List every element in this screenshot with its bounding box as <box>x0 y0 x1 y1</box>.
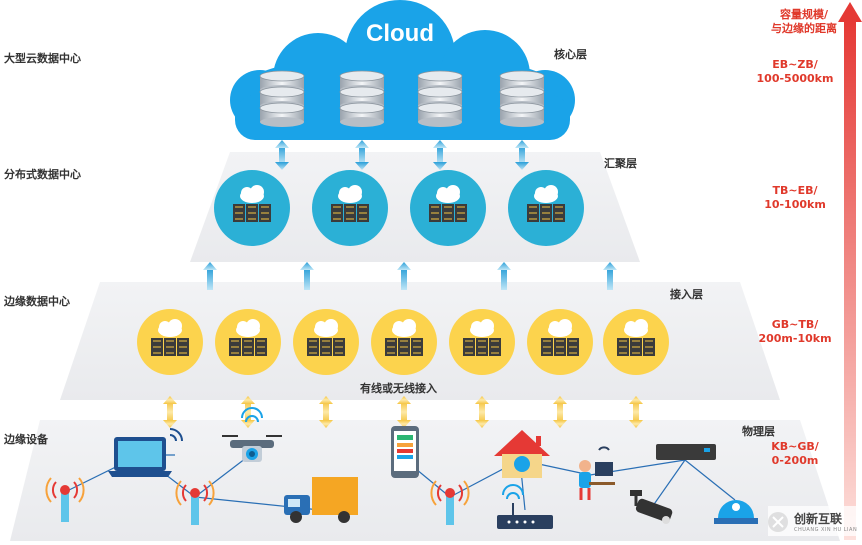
aggregation-links <box>203 262 617 290</box>
edge-dc-circle-icon <box>527 309 593 375</box>
scale-access-capacity: GB~TB/ <box>771 318 819 331</box>
watermark-main: 创新互联 <box>794 511 843 526</box>
tier-label-edge-devices: 边缘设备 <box>4 433 48 446</box>
watermark: 创新互联 CHUANG XIN HU LIAN <box>768 506 860 536</box>
tier-label-cloud-dc: 大型云数据中心 <box>4 52 81 65</box>
camera-icon <box>630 490 673 524</box>
link-arrow <box>319 396 333 428</box>
scale-access: GB~TB/ 200m-10km <box>752 318 838 346</box>
dome-light-icon <box>714 500 758 524</box>
edge-dc-circle-icon <box>449 309 515 375</box>
link-arrow <box>397 396 411 428</box>
tier-edge-devices-band <box>10 420 840 541</box>
scale-physical: KB~GB/ 0-200m <box>752 440 838 468</box>
watermark-sub: CHUANG XIN HU LIAN <box>794 526 858 533</box>
scale-header-line1: 容量规模/ <box>779 8 829 21</box>
connection-label: 有线或无线接入 <box>360 382 437 395</box>
capacity-arrow <box>838 2 862 540</box>
database-icon <box>339 70 385 127</box>
scale-core-capacity: EB~ZB/ <box>772 58 818 71</box>
link-arrow <box>275 140 289 170</box>
core-links <box>275 140 529 170</box>
edge-dc-circle-icon <box>293 309 359 375</box>
link-arrow <box>163 396 177 428</box>
link-arrow <box>241 396 255 428</box>
distributed-dc-circle-icon <box>214 170 290 246</box>
router-icon <box>497 484 553 529</box>
link-arrow <box>355 140 369 170</box>
layer-name-aggregation: 汇聚层 <box>604 157 637 170</box>
database-icon <box>259 70 305 127</box>
truck-icon <box>284 477 358 523</box>
link-arrow <box>497 262 511 290</box>
link-arrow <box>433 140 447 170</box>
antenna-icon <box>175 480 215 525</box>
tier-label-distributed-dc: 分布式数据中心 <box>4 168 81 181</box>
edge-dc-icons <box>137 309 669 375</box>
server-box-icon <box>656 444 716 460</box>
scale-aggregation: TB~EB/ 10-100km <box>752 184 838 212</box>
layer-name-physical: 物理层 <box>742 425 775 438</box>
worker-icon <box>579 446 615 500</box>
link-arrow <box>300 262 314 290</box>
link-arrow <box>475 396 489 428</box>
database-icon <box>499 70 545 127</box>
layer-name-core: 核心层 <box>554 48 587 61</box>
scale-aggregation-distance: 10-100km <box>764 198 826 211</box>
edge-devices <box>45 407 758 529</box>
scale-core-distance: 100-5000km <box>756 72 834 85</box>
link-arrow <box>203 262 217 290</box>
link-arrow <box>397 262 411 290</box>
antenna-icon <box>45 477 85 522</box>
layer-name-access: 接入层 <box>670 288 703 301</box>
scale-core: EB~ZB/ 100-5000km <box>752 58 838 86</box>
link-arrow <box>553 396 567 428</box>
link-arrow <box>629 396 643 428</box>
scale-header-line2: 与边缘的距离 <box>771 22 837 35</box>
smart-home-icon <box>494 430 550 478</box>
scale-header: 容量规模/ 与边缘的距离 <box>768 8 840 36</box>
scale-access-distance: 200m-10km <box>758 332 832 345</box>
edge-dc-circle-icon <box>603 309 669 375</box>
distributed-dc-circle-icon <box>312 170 388 246</box>
cloud-database-icons <box>259 70 545 127</box>
antenna-icon <box>430 480 470 525</box>
edge-dc-circle-icon <box>215 309 281 375</box>
edge-dc-circle-icon <box>371 309 437 375</box>
scale-physical-distance: 0-200m <box>771 454 819 467</box>
scale-physical-capacity: KB~GB/ <box>771 440 819 453</box>
scale-aggregation-capacity: TB~EB/ <box>772 184 818 197</box>
link-arrow <box>515 140 529 170</box>
laptop-icon <box>108 428 183 477</box>
distributed-dc-circle-icon <box>410 170 486 246</box>
drone-icon <box>222 407 282 462</box>
access-links <box>163 396 643 428</box>
database-icon <box>417 70 463 127</box>
distributed-dc-circle-icon <box>508 170 584 246</box>
cloud-label: Cloud <box>366 20 434 47</box>
link-arrow <box>603 262 617 290</box>
smartphone-icon <box>391 426 419 478</box>
tier-label-edge-dc: 边缘数据中心 <box>4 295 70 308</box>
edge-dc-circle-icon <box>137 309 203 375</box>
distributed-dc-icons <box>214 170 584 246</box>
